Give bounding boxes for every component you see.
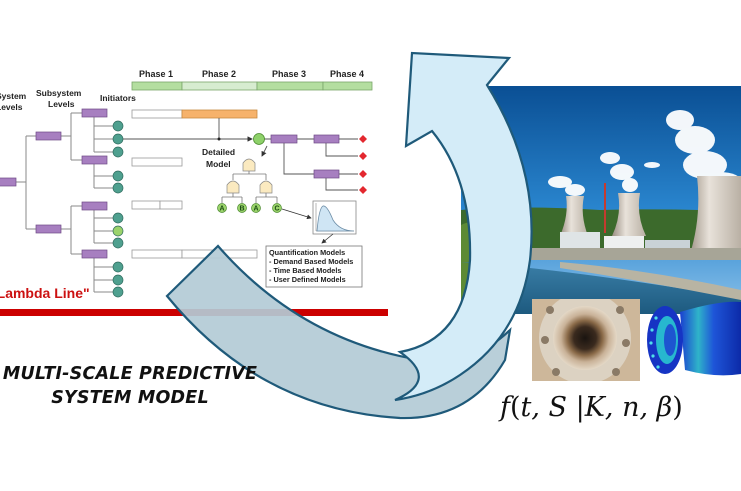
model-title-line-2: SYSTEM MODEL [51, 388, 209, 408]
distribution-plot-thumbnail [312, 200, 357, 244]
initiator-circle [112, 120, 124, 132]
component-box [81, 108, 108, 118]
initiator-circle [112, 274, 124, 286]
initiator-circle [112, 286, 124, 298]
phase-row-cell [131, 249, 183, 259]
basic-event-circle [217, 203, 227, 213]
basic-event-label: B [240, 206, 245, 213]
basic-event-circle [272, 203, 282, 213]
quantification-item: - Time Based Models [269, 266, 341, 275]
phase-bar-3 [256, 81, 324, 91]
arrow-upper-band [394, 51, 533, 402]
formula-args-right: K, n, β [584, 392, 673, 423]
basic-event-label: A [220, 206, 225, 213]
formula-args-left: t, S [520, 392, 576, 423]
end-state-diamond [359, 135, 367, 143]
basic-event-label: C [275, 206, 280, 213]
component-box [81, 201, 108, 211]
formula-bar: | [575, 392, 585, 423]
phase-bar-1 [131, 81, 183, 91]
phase-bar-2 [181, 81, 258, 91]
initiator-circle-highlighted [112, 225, 124, 237]
end-state-diamond [359, 170, 367, 178]
end-states [359, 135, 367, 194]
cooling-tower [688, 176, 741, 260]
degradation-formula: f(t, S |K, n, β) [500, 392, 683, 423]
quantification-item: - Demand Based Models [269, 257, 353, 266]
model-title-line-1: MULTI-SCALE PREDICTIVE [2, 364, 258, 384]
initiator-circle [112, 237, 124, 249]
and-gate-icon [259, 180, 273, 194]
phase-row-cell [131, 109, 183, 119]
detailed-model-label-1: Detailed [202, 147, 235, 157]
branch-box [313, 134, 340, 144]
formula-open-paren: ( [510, 392, 521, 423]
phase-bar-4 [322, 81, 373, 91]
phase-2-label: Phase 2 [202, 69, 236, 79]
initiator-circle [112, 170, 124, 182]
pdf-curve [316, 205, 355, 232]
initiators-label: Initiators [100, 93, 136, 103]
quantification-item: - User Defined Models [269, 275, 346, 284]
initiator-circle [112, 261, 124, 273]
subsystem-box [35, 131, 62, 141]
initiator-circle [112, 146, 124, 158]
system-levels-label-1: System [0, 91, 27, 101]
quantification-title: Quantification Models [269, 248, 345, 257]
subsystem-box [35, 224, 62, 234]
subsystem-levels-label-1: Subsystem [36, 88, 82, 98]
phase-row-cell [131, 200, 161, 210]
junction-dot [217, 137, 221, 141]
end-state-diamond [359, 152, 367, 160]
feedback-arrow [165, 51, 533, 420]
tree-connectors [16, 112, 114, 293]
initiator-circle [112, 212, 124, 224]
formula-close-paren: ) [672, 392, 683, 423]
phase-4-label: Phase 4 [330, 69, 364, 79]
fea-pipe-render [647, 301, 741, 376]
detailed-model-label-2: Model [206, 159, 231, 169]
basic-event-circle [237, 203, 247, 213]
initiator-circles [112, 120, 124, 298]
phase-3-label: Phase 3 [272, 69, 306, 79]
subsystem-levels-label-2: Levels [48, 99, 75, 109]
system-box [0, 177, 17, 187]
branch-box [313, 169, 340, 179]
component-box [81, 249, 108, 259]
initiator-circle [112, 133, 124, 145]
phase-row-active-cell [181, 109, 258, 119]
basic-event-label: A [254, 206, 259, 213]
basic-event-circle [251, 203, 261, 213]
component-box [81, 155, 108, 165]
cooling-tower [612, 193, 646, 236]
fault-tree: A B A C [217, 158, 312, 220]
branch-box [270, 134, 298, 144]
formula-f: f [500, 392, 510, 423]
phase-timeline: Phase 1 Phase 2 Phase 3 Phase 4 [131, 69, 373, 91]
corroded-pipe-photo [532, 299, 640, 381]
cooling-tower [560, 196, 588, 236]
steam-plume [548, 110, 741, 196]
phase-row-cell [131, 157, 183, 167]
phase-row-cell [159, 200, 183, 210]
end-state-diamond [359, 186, 367, 194]
system-levels-label-2: Levels [0, 102, 23, 112]
initiator-circle [112, 182, 124, 194]
lambda-line-label: "Lambda Line" [0, 285, 90, 301]
quantification-models-box: Quantification Models - Demand Based Mod… [265, 245, 363, 288]
event-tree-lines [123, 118, 358, 191]
and-gate-icon [226, 180, 240, 194]
and-gate-icon [242, 158, 256, 172]
detailed-model-node [253, 133, 265, 145]
phase-1-label: Phase 1 [139, 69, 173, 79]
